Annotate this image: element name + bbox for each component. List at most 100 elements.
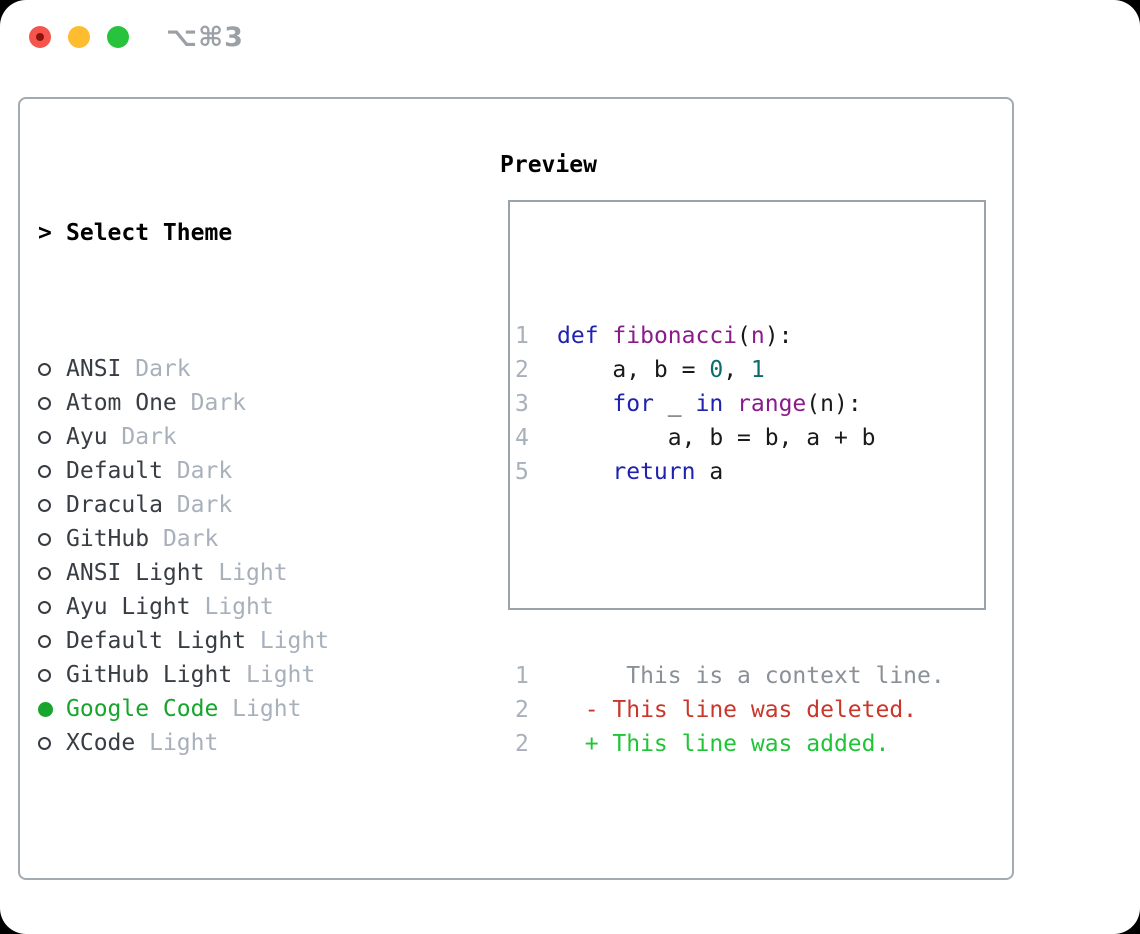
- theme-variant-label: Dark: [149, 526, 219, 552]
- radio-circle: [38, 430, 51, 444]
- code-token: range: [737, 391, 807, 417]
- theme-item[interactable]: Google Code Light: [38, 692, 426, 726]
- code-line: 2 a, b = 0, 1: [515, 353, 984, 387]
- theme-variant-label: Light: [135, 730, 219, 756]
- code-token: fibonacci: [612, 323, 738, 349]
- theme-item[interactable]: GitHub Dark: [38, 522, 426, 556]
- theme-item-label: Atom One: [66, 390, 177, 416]
- theme-item-label: GitHub: [66, 526, 150, 552]
- theme-variant-label: Light: [204, 560, 288, 586]
- theme-variant-label: Dark: [162, 492, 233, 518]
- line-number: 1: [515, 323, 529, 349]
- theme-item-label: Default: [66, 458, 163, 484]
- theme-item-label: Ayu Light: [66, 594, 191, 620]
- window-shortcut-label: ⌥⌘3: [166, 22, 244, 53]
- theme-item-label: Default Light: [66, 628, 247, 654]
- radio-icon: [38, 668, 66, 682]
- line-number: 5: [515, 459, 529, 485]
- radio-icon: [38, 532, 66, 546]
- line-number: 1: [515, 663, 529, 689]
- code-token: [557, 391, 612, 417]
- theme-variant-label: Light: [190, 594, 274, 620]
- theme-variant-label: Dark: [107, 424, 177, 450]
- code-line: 4 a, b = b, a + b: [515, 421, 984, 455]
- theme-item[interactable]: Atom One Dark: [38, 386, 426, 420]
- code-token: 0: [709, 357, 724, 383]
- code-token: a: [695, 459, 724, 485]
- code-line: 5 return a: [515, 455, 984, 489]
- diff-text: + This line was added.: [557, 731, 890, 757]
- code-token: (n):: [806, 391, 862, 417]
- diff-line-deleted: 2 - This line was deleted.: [515, 693, 984, 727]
- radio-circle: [38, 668, 51, 682]
- select-theme-title: Select Theme: [66, 220, 233, 246]
- radio-icon: [38, 566, 66, 580]
- radio-circle: [38, 396, 51, 410]
- code-token: [599, 323, 613, 349]
- theme-variant-label: Dark: [176, 390, 247, 416]
- theme-item[interactable]: Default Light Light: [38, 624, 426, 658]
- theme-variant-label: Light: [218, 696, 302, 722]
- diff-line-context: 1 This is a context line.: [515, 659, 984, 693]
- radio-icon: [38, 464, 66, 478]
- code-token: _: [653, 391, 696, 417]
- radio-icon: [38, 498, 66, 512]
- theme-variant-label: Dark: [121, 356, 191, 382]
- theme-item-label: Dracula: [66, 492, 163, 518]
- line-number: 3: [515, 391, 529, 417]
- window-titlebar: ⌥⌘3: [0, 0, 1140, 70]
- close-button[interactable]: [29, 26, 51, 48]
- theme-variant-label: Dark: [162, 458, 233, 484]
- code-token: for: [612, 391, 654, 417]
- diff-line-added: 2 + This line was added.: [515, 727, 984, 761]
- line-number: 4: [515, 425, 529, 451]
- theme-item[interactable]: ANSI Dark: [38, 352, 426, 386]
- minimize-button[interactable]: [68, 26, 90, 48]
- radio-circle: [38, 532, 51, 546]
- theme-item-label: ANSI Light: [66, 560, 205, 586]
- spacer: [38, 862, 426, 896]
- code-token: [557, 459, 612, 485]
- radio-selected-icon: [38, 701, 66, 717]
- radio-circle: [38, 736, 51, 750]
- radio-icon: [38, 396, 66, 410]
- radio-circle: [38, 600, 51, 614]
- radio-circle: [38, 498, 51, 512]
- theme-item[interactable]: XCode Light: [38, 726, 426, 760]
- theme-item[interactable]: Dracula Dark: [38, 488, 426, 522]
- theme-item-label: XCode: [66, 730, 136, 756]
- diff-text: This is a context line.: [557, 663, 945, 689]
- line-number: 2: [515, 357, 529, 383]
- theme-list-header: > Select Theme: [38, 216, 426, 250]
- theme-item[interactable]: Ayu Light Light: [38, 590, 426, 624]
- theme-item[interactable]: Default Dark: [38, 454, 426, 488]
- code-token: n: [750, 323, 765, 349]
- line-number: 2: [515, 697, 529, 723]
- code-token: (: [737, 323, 751, 349]
- radio-circle: [38, 566, 51, 580]
- radio-circle: [38, 634, 51, 648]
- theme-item-label: ANSI: [66, 356, 122, 382]
- diff-text: - This line was deleted.: [557, 697, 918, 723]
- theme-variant-label: Light: [246, 628, 330, 654]
- code-token: ):: [764, 323, 793, 349]
- radio-circle: [38, 464, 51, 478]
- code-token: def: [557, 323, 599, 349]
- theme-item[interactable]: ANSI Light Light: [38, 556, 426, 590]
- radio-circle: [38, 362, 51, 376]
- radio-icon: [38, 430, 66, 444]
- preview-title: Preview: [500, 152, 597, 178]
- zoom-button[interactable]: [107, 26, 129, 48]
- diff-preview: 1 This is a context line.2 - This line w…: [515, 659, 984, 761]
- theme-item[interactable]: GitHub Light Light: [38, 658, 426, 692]
- code-token: 1: [750, 357, 765, 383]
- radio-icon: [38, 600, 66, 614]
- theme-item[interactable]: Ayu Dark: [38, 420, 426, 454]
- code-token: ,: [723, 357, 751, 383]
